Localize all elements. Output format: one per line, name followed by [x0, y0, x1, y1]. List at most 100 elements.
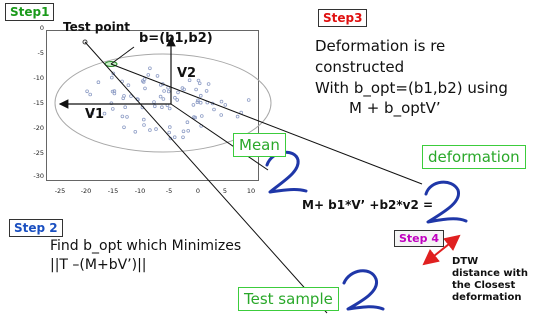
dtw-line-4: deformation — [452, 292, 522, 303]
scatter-point — [154, 127, 158, 131]
scatter-plot-frame — [46, 30, 259, 181]
step2-line-1: Find b_opt which Minimizes — [50, 238, 242, 254]
scatter-point — [185, 120, 190, 124]
scatter-point — [206, 82, 211, 86]
test-sample-digit-2 — [342, 269, 385, 311]
scatter-point — [142, 123, 146, 127]
x-tick: -5 — [165, 187, 173, 195]
step3-line-1: Deformation is re — [315, 37, 446, 55]
scatter-point — [102, 111, 107, 116]
scatter-point — [110, 75, 114, 80]
scatter-point — [197, 81, 202, 86]
step3-label: Step3 — [318, 9, 368, 27]
scatter-point — [125, 115, 129, 119]
scatter-point — [121, 96, 125, 101]
x-tick: -25 — [54, 187, 66, 195]
dtw-arrow — [422, 234, 461, 266]
step3-line-4: M + b_optV’ — [349, 99, 441, 117]
scatter-point — [153, 104, 157, 109]
x-tick: -20 — [80, 187, 92, 195]
scatter-point — [200, 114, 204, 118]
scatter-point — [191, 103, 196, 107]
scatter-point — [195, 100, 200, 104]
scatter-point — [167, 130, 172, 135]
mean-line — [170, 103, 269, 171]
scatter-point — [167, 106, 172, 111]
scatter-point — [223, 103, 228, 107]
scatter-point — [133, 130, 138, 134]
scatter-point — [152, 100, 156, 104]
test-point-to-sample-line — [84, 41, 328, 314]
step4-label: Step 4 — [394, 230, 444, 247]
scatter-point — [90, 111, 94, 116]
test-point-label: Test point — [63, 20, 131, 34]
x-tick: -10 — [134, 187, 146, 195]
scatter-point — [112, 89, 117, 93]
scatter-point — [146, 73, 151, 77]
scatter-point — [111, 71, 116, 76]
scatter-point — [187, 78, 192, 82]
scatter-point — [196, 78, 201, 83]
reconstruction-formula: M+ b1*V’ +b2*v2 = — [302, 198, 434, 212]
scatter-point — [235, 114, 240, 119]
y-tick: -15 — [33, 99, 44, 107]
b-label: b=(b1,b2) — [139, 31, 213, 46]
test-point-marker — [82, 39, 88, 45]
y-tick: -10 — [33, 74, 44, 82]
scatter-point — [142, 117, 146, 122]
scatter-point — [161, 97, 166, 101]
v2-label: V2 — [177, 66, 197, 81]
scatter-point — [122, 125, 126, 130]
scatter-point — [120, 114, 125, 119]
scatter-point — [129, 94, 133, 98]
scatter-point — [162, 89, 166, 93]
step2-label: Step 2 — [9, 219, 63, 237]
scatter-point — [198, 100, 203, 105]
scatter-point — [186, 129, 191, 133]
dtw-line-2: distance with — [452, 268, 528, 279]
scatter-point — [246, 98, 251, 102]
scatter-point — [123, 105, 127, 109]
scatter-point — [111, 107, 115, 111]
x-tick: 10 — [246, 187, 256, 195]
scatter-point — [110, 89, 115, 94]
scatter-point — [143, 86, 147, 91]
scatter-point — [212, 107, 216, 112]
scatter-point — [126, 83, 131, 87]
test-sample-box: Test sample — [238, 287, 339, 311]
scatter-point — [160, 105, 164, 109]
deformation-box: deformation — [422, 145, 526, 169]
scatter-point — [181, 135, 185, 140]
scatter-point — [176, 90, 180, 95]
x-tick: 5 — [222, 187, 228, 195]
step2-line-2: ||T –(M+bV’)|| — [50, 257, 147, 273]
y-tick: -5 — [37, 49, 44, 57]
step3-line-2: constructed — [315, 58, 405, 76]
scatter-point — [148, 66, 152, 71]
y-tick: -25 — [33, 149, 44, 157]
x-tick: -15 — [107, 187, 119, 195]
scatter-point — [219, 99, 224, 104]
scatter-point — [155, 74, 160, 78]
scatter-point — [173, 95, 177, 100]
mean-box: Mean — [233, 133, 286, 157]
scatter-point — [168, 125, 172, 129]
b-to-deformation-line — [110, 63, 423, 185]
scatter-point — [175, 98, 180, 102]
mean-digit-2 — [265, 150, 308, 194]
step3-line-3: With b_opt=(b1,b2) using — [315, 79, 508, 97]
scatter-point — [180, 86, 185, 90]
scatter-point — [204, 89, 209, 93]
b-connector-line — [110, 46, 135, 65]
y-tick: -30 — [33, 172, 44, 180]
scatter-point — [192, 115, 196, 119]
dtw-line-1: DTW — [452, 256, 479, 267]
scatter-point — [96, 80, 101, 84]
y-tick: 0 — [39, 24, 44, 32]
x-tick: 0 — [195, 187, 201, 195]
scatter-point — [88, 92, 92, 97]
distribution-ellipse — [54, 53, 272, 153]
deformation-digit-2 — [424, 180, 468, 224]
scatter-point — [158, 94, 163, 99]
